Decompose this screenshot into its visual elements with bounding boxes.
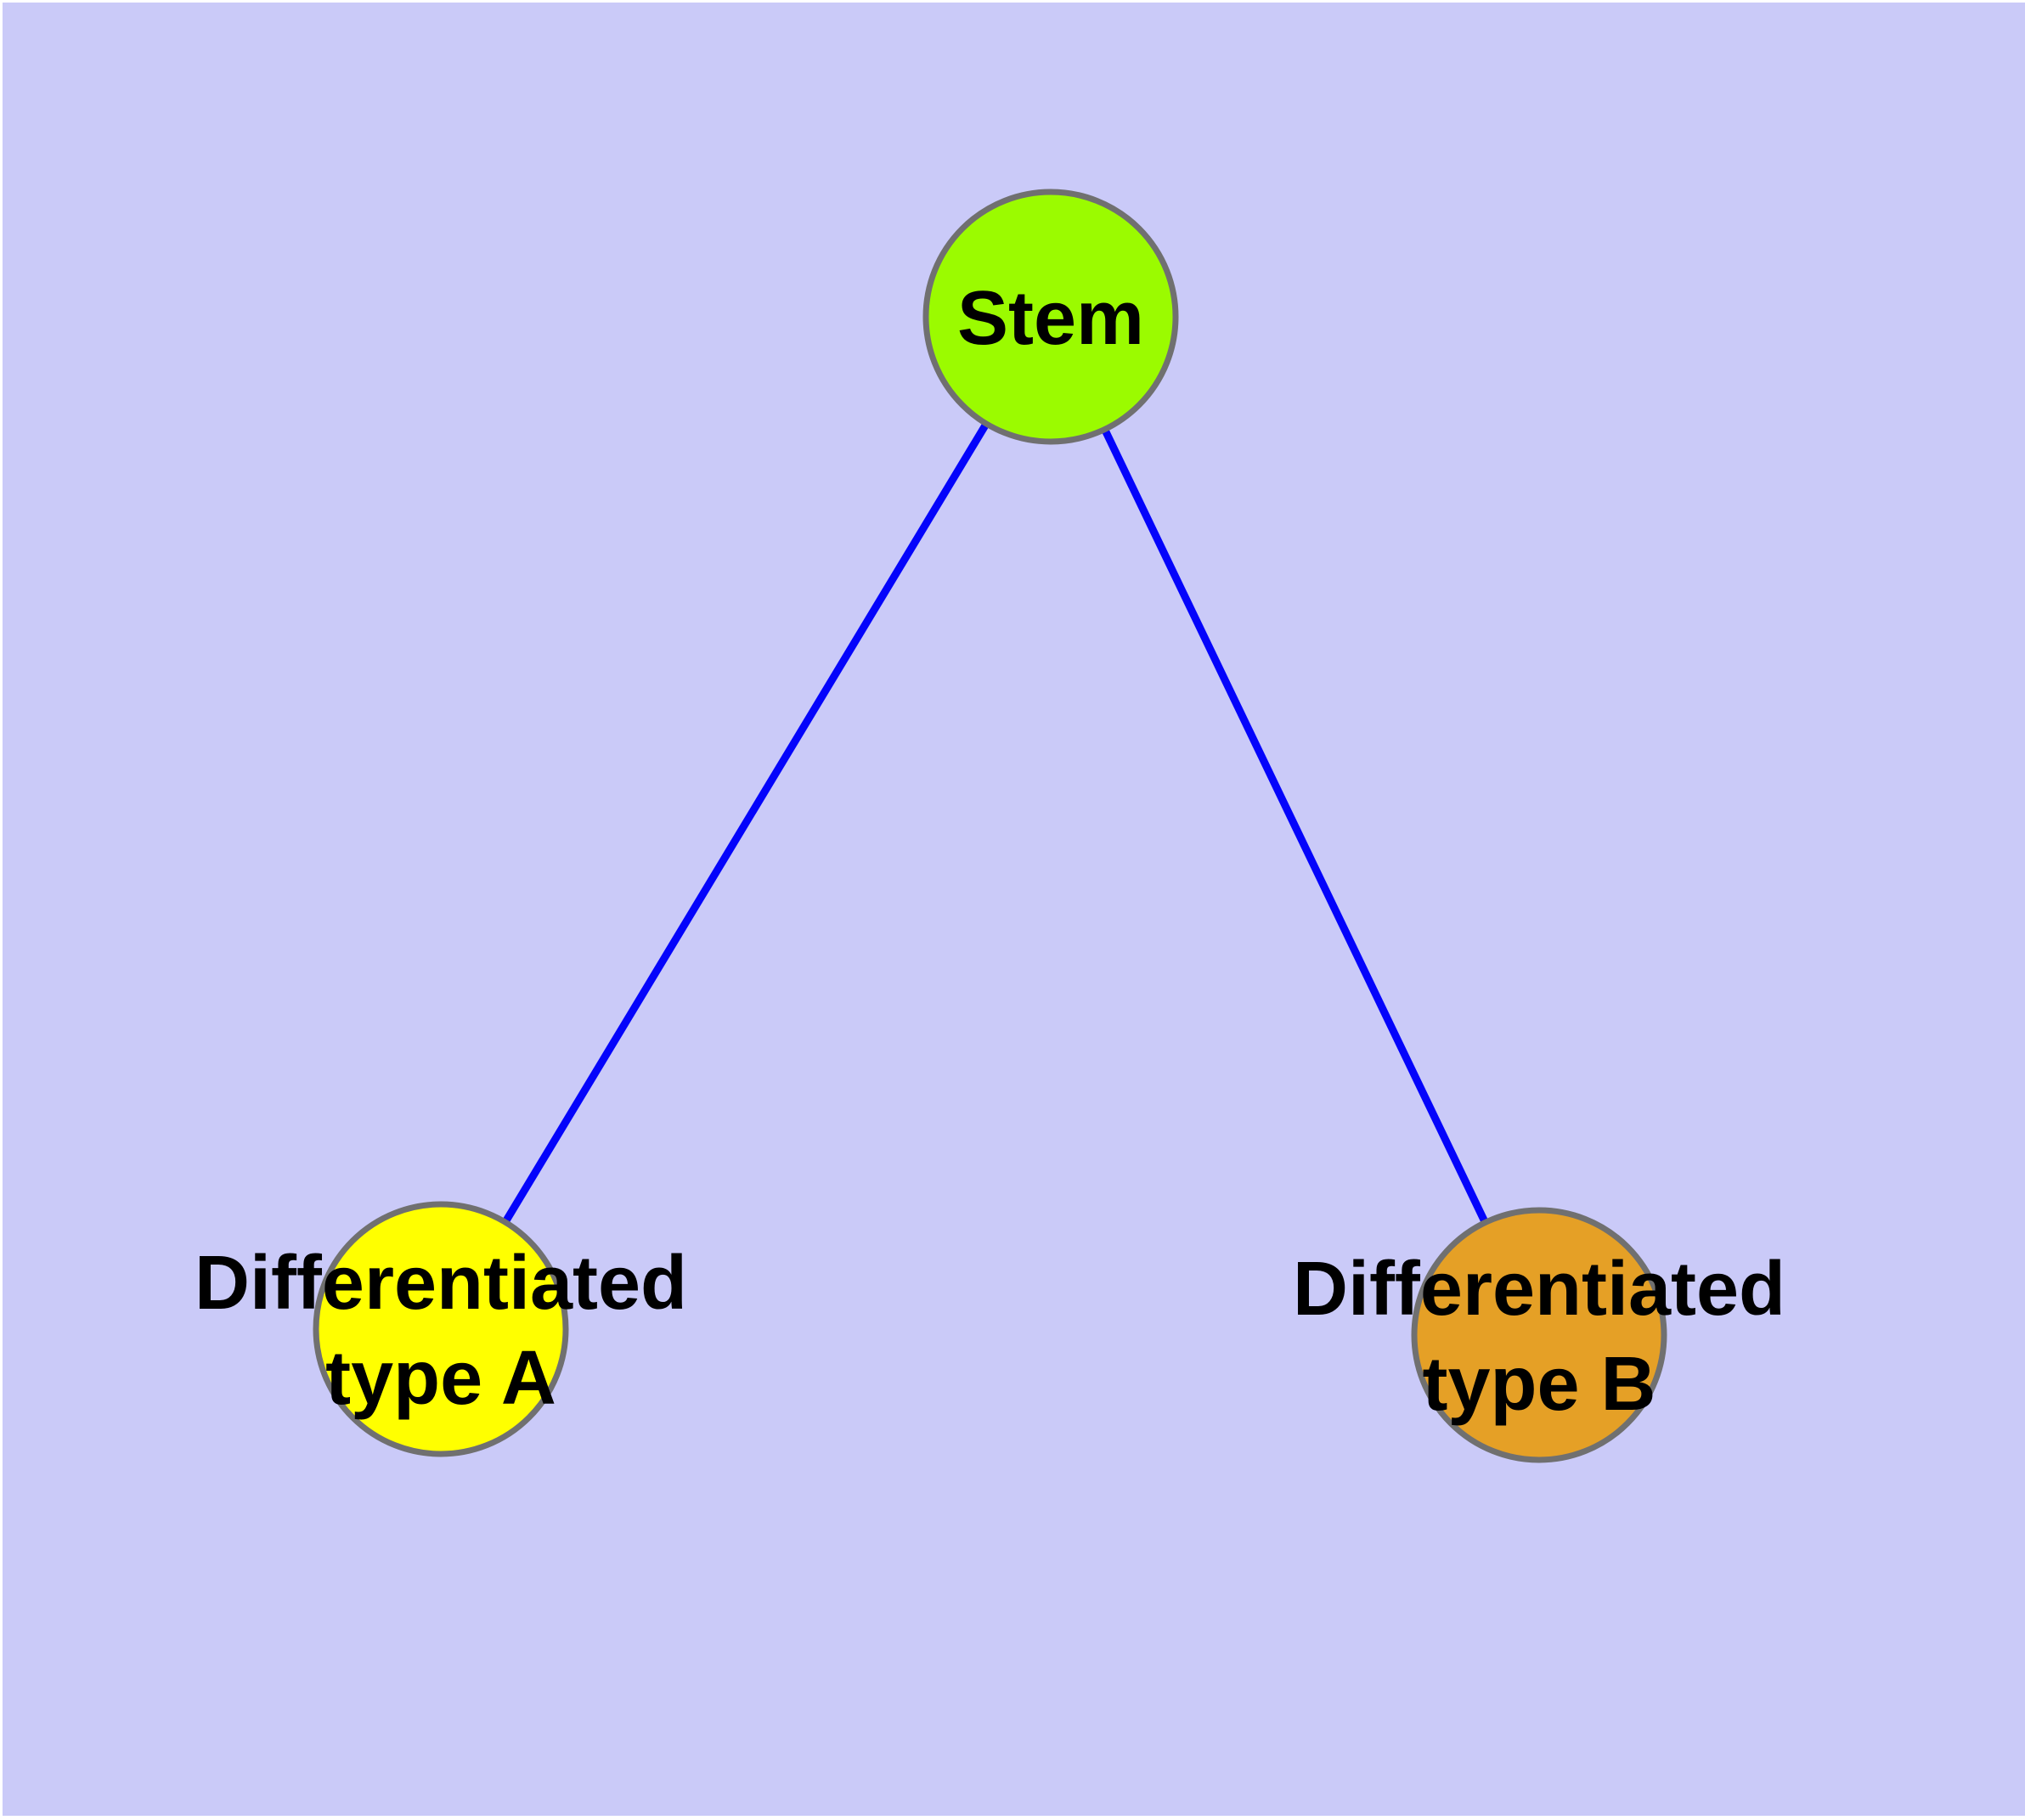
node-differentiated-type-a-label-line: Differentiated: [195, 1241, 687, 1326]
node-stem-circle: [922, 189, 1179, 445]
node-differentiated-type-b-label-line: type B: [1422, 1342, 1656, 1427]
node-differentiated-type-a-label-line: type A: [325, 1336, 556, 1421]
node-stem-label-line: Stem: [957, 276, 1144, 361]
node-differentiated-type-b-label: Differentiated type B: [1293, 1247, 1785, 1427]
node-differentiated-type-b-circle: [1411, 1207, 1667, 1463]
edge-stem-to-differentiated-type-a: [437, 314, 1054, 1332]
node-differentiated-type-b-label-line: Differentiated: [1293, 1247, 1785, 1332]
node-differentiated-type-a-circle: [313, 1201, 569, 1457]
edge-stem-to-differentiated-type-b: [1046, 315, 1543, 1337]
node-differentiated-type-a-label: Differentiated type A: [195, 1241, 687, 1421]
node-stem-label: Stem: [957, 276, 1144, 361]
